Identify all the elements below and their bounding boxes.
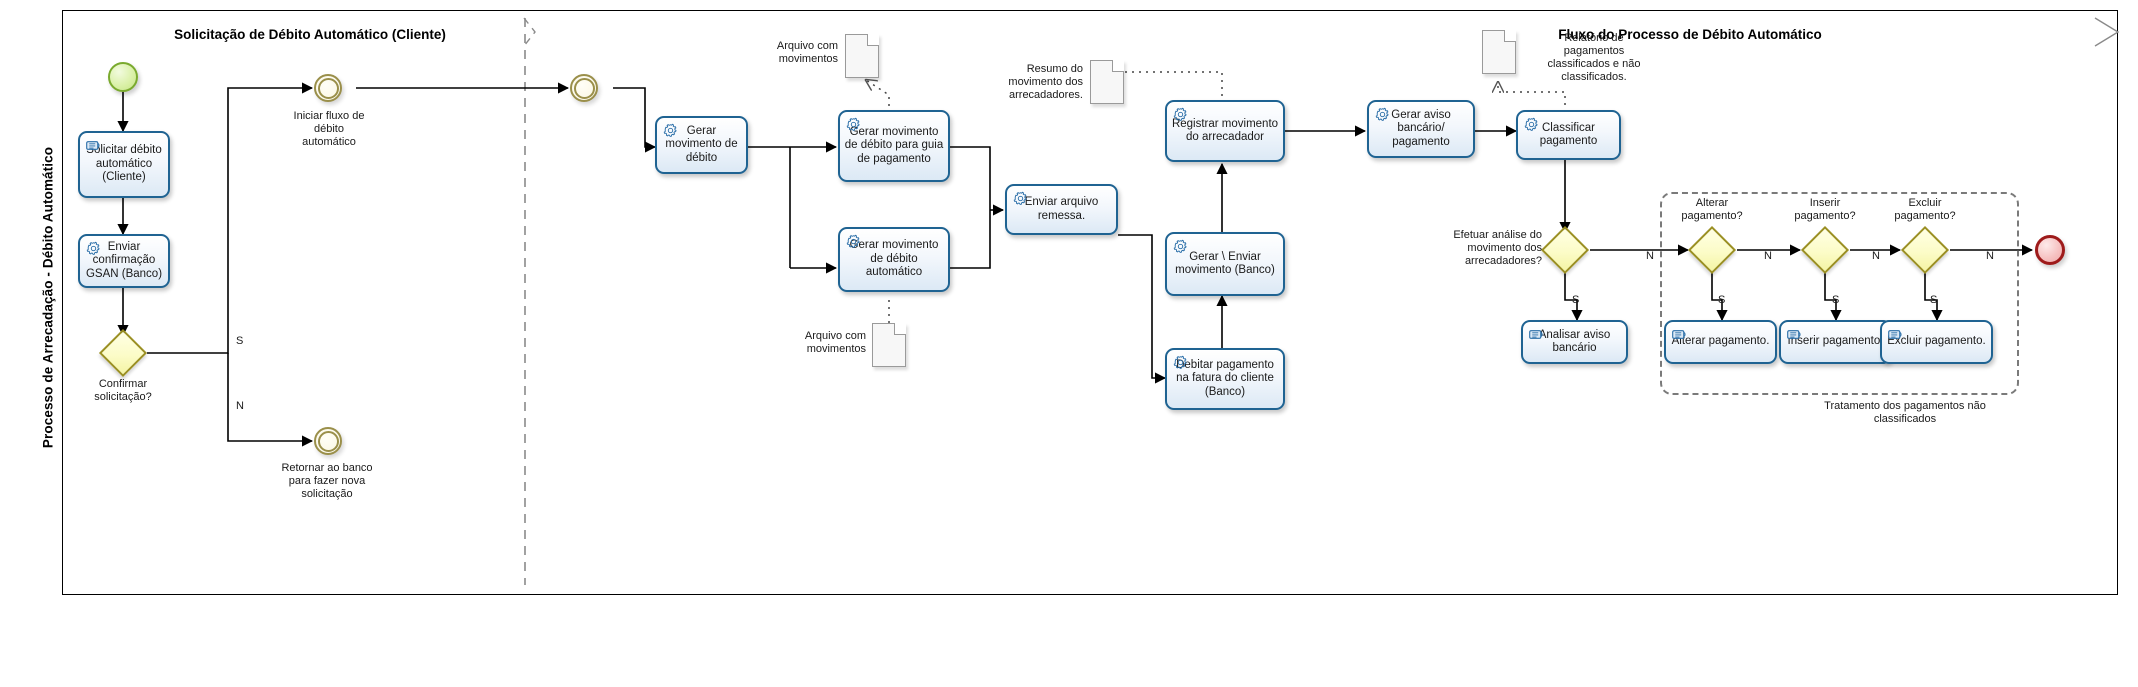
manual-task-icon [1671,326,1688,343]
task-gerar-aviso[interactable]: Gerar aviso bancário/ pagamento [1367,100,1475,158]
gw-confirmar-solicitacao-label: Confirmar solicitação? [94,378,152,403]
gw-efetuar-analise-label: Efetuar análise do movimento dos arrecad… [1453,229,1542,267]
flow-label-inserir-sim: S [1832,294,1840,306]
task-label: Gerar \ Enviar movimento (Banco) [1175,250,1275,277]
gw-inserir-pagamento-label: Inserir pagamento? [1794,197,1856,222]
task-label: Classificar pagamento [1539,121,1598,148]
task-gerar-mov-guia[interactable]: Gerar movimento de débito para guia de p… [838,110,950,182]
manual-task-icon [1887,326,1904,343]
manual-task-icon [1786,326,1803,343]
task-registrar-movimento[interactable]: Registrar movimento do arrecadador [1165,100,1285,162]
start-event[interactable] [108,62,138,92]
task-classificar-pagamento[interactable]: Classificar pagamento [1516,110,1621,160]
service-task-icon [85,240,102,257]
flow-label-excluir-sim: S [1930,294,1938,306]
service-task-icon [1172,238,1189,255]
data-resumo-movimento-label: Resumo do movimento dos arrecadadores. [1008,63,1083,101]
data-object-fold [894,323,906,335]
flow-label-confirmar-nao: N [236,400,244,412]
end-event[interactable] [2035,235,2065,265]
service-task-icon [1374,106,1391,123]
group-tratamento [1660,192,2019,395]
data-arquivo-movimentos-1[interactable] [845,34,879,78]
task-label: Analisar aviso bancário [1538,328,1611,355]
link-event-retornar-label: Retornar ao banco para fazer nova solici… [281,462,373,500]
data-relatorio-pagamentos[interactable] [1482,30,1516,74]
data-object-fold [867,34,879,46]
link-event-inner [573,77,595,99]
task-label: Gerar movimento de débito para guia de p… [844,125,944,165]
group-tratamento-label: Tratamento dos pagamentos não classifica… [1824,400,1986,425]
task-label: Alterar pagamento. [1671,335,1770,348]
flow-label-confirmar-sim: S [236,335,244,347]
service-task-icon [1172,106,1189,123]
manual-task-icon [1528,326,1545,343]
task-enviar-remessa[interactable]: Enviar arquivo remessa. [1005,184,1118,235]
service-task-icon [1172,354,1189,371]
task-gerar-movimento[interactable]: Gerar movimento de débito [655,116,748,174]
task-alterar-pagamento[interactable]: Alterar pagamento. [1664,320,1777,364]
task-gerar-enviar-mov[interactable]: Gerar \ Enviar movimento (Banco) [1165,232,1285,296]
task-label: Excluir pagamento. [1887,335,1986,348]
service-task-icon [845,116,862,133]
link-event-retornar[interactable] [314,427,342,455]
data-relatorio-pagamentos-label: Relatório de pagamentos classificados e … [1547,32,1641,83]
task-enviar-confirmacao[interactable]: Enviar confirmação GSAN (Banco) [78,234,170,288]
manual-task-icon [85,137,102,154]
task-label: Gerar movimento de débito [665,124,738,164]
task-inserir-pagamento[interactable]: Inserir pagamento. [1779,320,1892,364]
task-label: Enviar confirmação GSAN (Banco) [85,240,163,280]
gw-alterar-pagamento-label: Alterar pagamento? [1681,197,1743,222]
task-solicitar-debito[interactable]: Solicitar débito automático (Cliente) [78,131,170,198]
task-gerar-mov-automatico[interactable]: Gerar movimento de débito automático [838,227,950,292]
flow-label-analise-sim: S [1572,294,1580,306]
data-arquivo-movimentos-1-label: Arquivo com movimentos [776,40,838,65]
service-task-icon [1012,190,1029,207]
task-debitar-pagamento[interactable]: Debitar pagamento na fatura do cliente (… [1165,348,1285,410]
data-object-fold [1112,60,1124,72]
task-label: Debitar pagamento na fatura do cliente (… [1176,358,1274,398]
service-task-icon [662,122,679,139]
phase-title-2: Fluxo do Processo de Débito Automático [1558,27,1822,42]
link-event-catch[interactable] [570,74,598,102]
link-event-inner [317,430,339,452]
flow-label-inserir-nao: N [1872,250,1880,262]
data-resumo-movimento[interactable] [1090,60,1124,104]
task-label: Registrar movimento do arrecadador [1171,117,1279,144]
service-task-icon [845,233,862,250]
link-event-iniciar-label: Iniciar fluxo de débito automático [293,110,365,148]
task-label: Enviar arquivo remessa. [1024,196,1099,222]
service-task-icon [1523,116,1540,133]
task-label: Solicitar débito automático (Cliente) [86,144,162,184]
pool-label-band [18,10,63,595]
task-excluir-pagamento[interactable]: Excluir pagamento. [1880,320,1993,364]
task-analisar-aviso[interactable]: Analisar aviso bancário [1521,320,1628,364]
task-label: Gerar movimento de débito automático [849,239,939,279]
data-object-fold [1504,30,1516,42]
flow-label-alterar-nao: N [1764,250,1772,262]
flow-label-analise-nao: N [1646,250,1654,262]
phase-title-1: Solicitação de Débito Automático (Client… [174,27,446,42]
link-event-inner [317,77,339,99]
flow-label-alterar-sim: S [1718,294,1726,306]
pool-label-wrapper: Processo de Arrecadação - Débito Automát… [18,10,63,595]
pool-outline [18,10,2118,595]
pool-label: Processo de Arrecadação - Débito Automát… [40,146,56,449]
task-label: Inserir pagamento. [1787,335,1884,348]
task-label: Gerar aviso bancário/ pagamento [1391,108,1451,148]
gw-excluir-pagamento-label: Excluir pagamento? [1894,197,1956,222]
data-arquivo-movimentos-2[interactable] [872,323,906,367]
data-arquivo-movimentos-2-label: Arquivo com movimentos [804,330,866,355]
link-event-iniciar[interactable] [314,74,342,102]
flow-label-excluir-nao: N [1986,250,1994,262]
